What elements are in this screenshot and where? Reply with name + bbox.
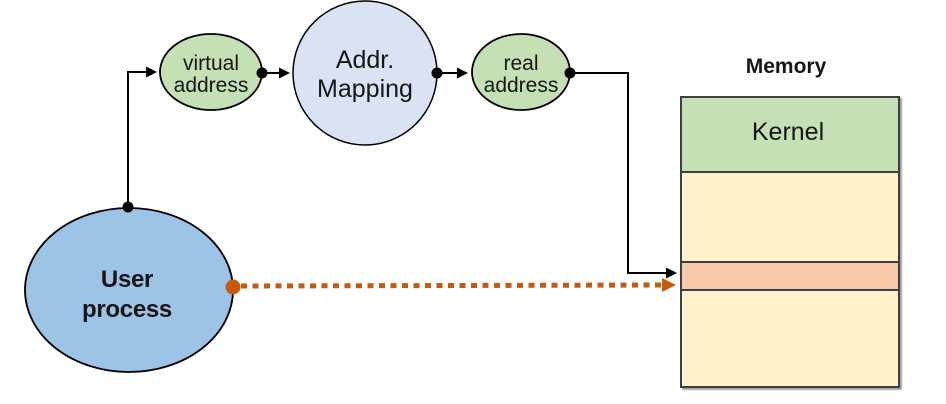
addr-mapping-label-line1: Addr. — [336, 46, 394, 74]
addr-mapping-label-line2: Mapping — [317, 75, 413, 103]
memory-lower-user-section — [680, 289, 900, 388]
real-address-connector-dot — [564, 67, 576, 79]
memory-upper-user-section — [680, 171, 900, 263]
user-to-virtual-arrow — [127, 66, 157, 207]
virtual-address-connector-dot — [256, 67, 268, 79]
virtual-address-label-line2: address — [174, 74, 249, 97]
real-address-label-line2: address — [484, 74, 559, 97]
user-process-label-line1: User — [101, 266, 153, 293]
memory-mapped-frame-section — [680, 261, 900, 291]
memory-title: Memory — [746, 55, 827, 78]
user-process-label-line2: process — [82, 296, 172, 323]
real-to-memory-arrow — [570, 72, 677, 279]
user-right-orange-connector-dot — [225, 279, 241, 295]
user-top-connector-dot — [122, 201, 134, 213]
kernel-section-label: Kernel — [752, 118, 824, 146]
addr-mapping-connector-dot — [431, 67, 443, 79]
user-to-memory-dotted-arrow — [240, 278, 676, 292]
memory-box: Kernel — [680, 96, 900, 388]
real-address-label-line1: real — [503, 52, 538, 75]
virtual-address-label-line1: virtual — [183, 52, 239, 75]
memory-kernel-section — [680, 96, 900, 173]
